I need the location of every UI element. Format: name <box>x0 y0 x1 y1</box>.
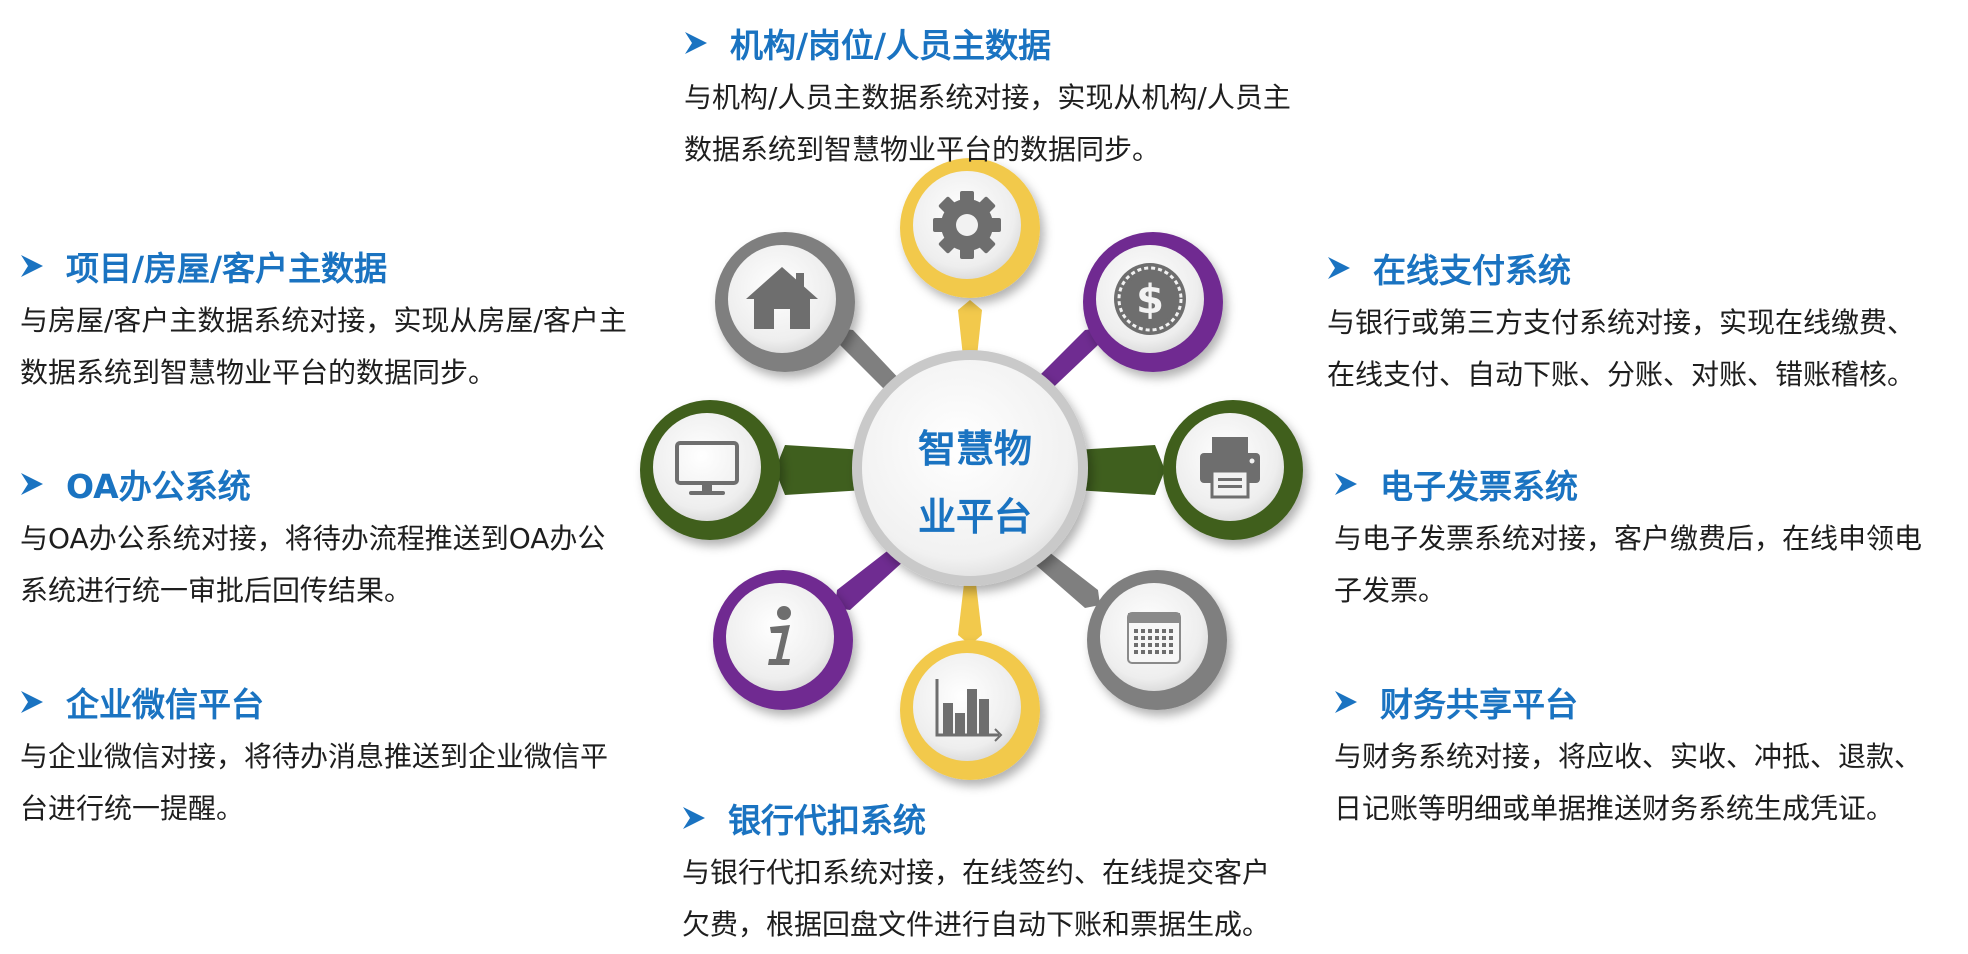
section-title: 银行代扣系统 <box>728 801 926 840</box>
calendar-day-cell <box>1148 636 1152 640</box>
calendar-day-cell <box>1134 643 1138 647</box>
section-desc-line: 子发票。 <box>1334 574 1447 607</box>
section-desc-line: 与银行或第三方支付系统对接，实现在线缴费、 <box>1327 306 1916 339</box>
connector-chart <box>958 575 982 645</box>
center-hub <box>852 350 1088 586</box>
section-desc-line: 台进行统一提醒。 <box>20 792 245 825</box>
printer-icon <box>1200 437 1260 499</box>
bar-chart-icon <box>935 679 1003 742</box>
section-desc-line: 在线支付、自动下账、分账、对账、错账稽核。 <box>1327 358 1916 391</box>
section-title: 财务共享平台 <box>1380 685 1578 724</box>
calendar-day-cell <box>1148 629 1152 633</box>
connector-printer <box>1075 445 1165 495</box>
section-title: 在线支付系统 <box>1373 251 1571 290</box>
center-label-line1: 智慧物 <box>917 427 1032 471</box>
section-title: 机构/岗位/人员主数据 <box>730 26 1052 65</box>
node-monitor <box>640 400 780 540</box>
section-desc-line: 与OA办公系统对接，将待办流程推送到OA办公 <box>20 522 606 555</box>
calendar-day-cell <box>1155 643 1159 647</box>
calendar-day-cell <box>1155 629 1159 633</box>
connector-info <box>835 545 905 610</box>
arrow-bullet-icon <box>683 807 705 829</box>
section-title: OA办公系统 <box>66 467 251 506</box>
arrow-bullet-icon <box>21 691 43 713</box>
section-desc-line: 与银行代扣系统对接，在线签约、在线提交客户 <box>682 856 1271 889</box>
section-bank-deduction: 银行代扣系统 与银行代扣系统对接，在线签约、在线提交客户 欠费，根据回盘文件进行… <box>682 795 1270 951</box>
gear-icon <box>933 191 1001 259</box>
section-desc-line: 与机构/人员主数据系统对接，实现从机构/人员主 <box>684 81 1291 114</box>
section-title: 项目/房屋/客户主数据 <box>66 249 388 288</box>
calendar-day-cell <box>1141 636 1145 640</box>
section-title: 企业微信平台 <box>66 685 264 724</box>
calendar-day-cell <box>1169 636 1173 640</box>
calendar-day-cell <box>1162 636 1166 640</box>
calendar-day-cell <box>1169 629 1173 633</box>
arrow-bullet-icon <box>1335 473 1357 495</box>
section-wechat-platform: 企业微信平台 与企业微信对接，将待办消息推送到企业微信平 台进行统一提醒。 <box>20 679 608 835</box>
arrow-bullet-icon <box>21 473 43 495</box>
connector-monitor <box>775 445 865 495</box>
section-oa-system: OA办公系统 与OA办公系统对接，将待办流程推送到OA办公 系统进行统一审批后回… <box>20 461 605 617</box>
section-desc-line: 数据系统到智慧物业平台的数据同步。 <box>684 133 1161 166</box>
calendar-icon <box>1127 612 1181 664</box>
section-desc-line: 与企业微信对接，将待办消息推送到企业微信平 <box>20 740 609 773</box>
monitor-icon <box>675 441 739 495</box>
section-desc-line: 欠费，根据回盘文件进行自动下账和票据生成。 <box>682 908 1271 941</box>
calendar-day-cell <box>1155 636 1159 640</box>
connector-calendar <box>1030 545 1100 608</box>
calendar-day-cell <box>1162 650 1166 654</box>
arrow-bullet-icon <box>1328 257 1350 279</box>
section-desc-line: 与电子发票系统对接，客户缴费后，在线申领电 <box>1334 522 1923 555</box>
section-finance-sharing: 财务共享平台 与财务系统对接，将应收、实收、冲抵、退款、 日记账等明细或单据推送… <box>1334 679 1922 835</box>
calendar-day-cell <box>1162 643 1166 647</box>
calendar-day-cell <box>1148 650 1152 654</box>
calendar-day-cell <box>1134 636 1138 640</box>
calendar-day-cell <box>1141 629 1145 633</box>
calendar-day-cell <box>1141 643 1145 647</box>
house-icon <box>746 267 818 329</box>
calendar-day-cell <box>1169 643 1173 647</box>
arrow-bullet-icon <box>685 32 707 54</box>
calendar-day-cell <box>1148 643 1152 647</box>
arrow-bullet-icon <box>1335 691 1357 713</box>
section-desc-line: 数据系统到智慧物业平台的数据同步。 <box>20 356 497 389</box>
info-icon <box>768 606 791 665</box>
calendar-day-cell <box>1134 650 1138 654</box>
calendar-day-cell <box>1169 650 1173 654</box>
section-desc-line: 系统进行统一审批后回传结果。 <box>20 574 413 607</box>
center-hub-label: 智慧物 业平台 <box>891 415 1059 551</box>
calendar-day-cell <box>1155 650 1159 654</box>
section-title: 电子发票系统 <box>1380 467 1578 506</box>
svg-text:$: $ <box>1136 277 1164 323</box>
section-desc-line: 与财务系统对接，将应收、实收、冲抵、退款、 <box>1334 740 1923 773</box>
section-desc-line: 日记账等明细或单据推送财务系统生成凭证。 <box>1334 792 1895 825</box>
dollar-icon: $ <box>1114 263 1186 335</box>
calendar-day-cell <box>1162 629 1166 633</box>
section-project-data: 项目/房屋/客户主数据 与房屋/客户主数据系统对接，实现从房屋/客户主 数据系统… <box>20 243 627 399</box>
section-e-invoice: 电子发票系统 与电子发票系统对接，客户缴费后，在线申领电 子发票。 <box>1334 461 1922 617</box>
calendar-day-cell <box>1141 650 1145 654</box>
section-org-data: 机构/岗位/人员主数据 与机构/人员主数据系统对接，实现从机构/人员主 数据系统… <box>684 20 1291 176</box>
center-label-line2: 业平台 <box>917 495 1032 539</box>
section-online-payment: 在线支付系统 与银行或第三方支付系统对接，实现在线缴费、 在线支付、自动下账、分… <box>1327 245 1915 401</box>
arrow-bullet-icon <box>21 255 43 277</box>
connector-house <box>838 328 905 400</box>
section-desc-line: 与房屋/客户主数据系统对接，实现从房屋/客户主 <box>20 304 627 337</box>
calendar-day-cell <box>1134 629 1138 633</box>
